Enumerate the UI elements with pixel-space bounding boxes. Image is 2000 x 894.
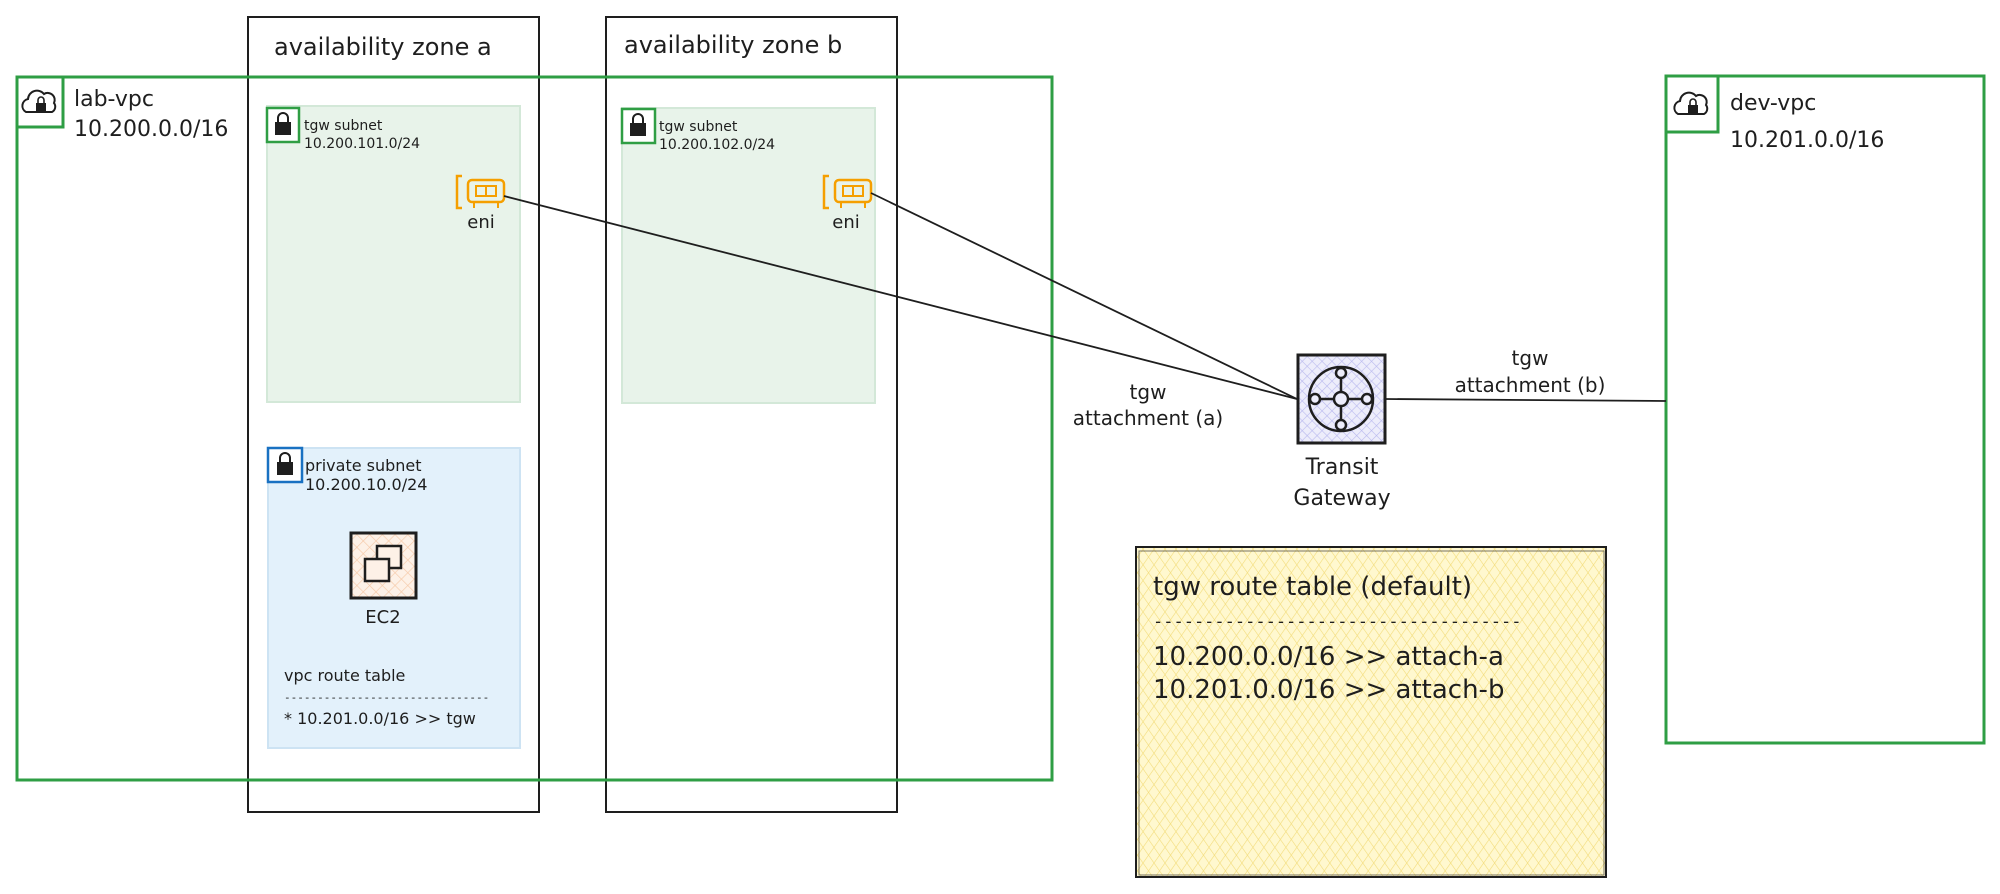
tgw-route-1: 10.200.0.0/16 >> attach-a bbox=[1153, 642, 1504, 672]
tgw-label-line1: Transit bbox=[1305, 455, 1379, 480]
lock-icon bbox=[266, 446, 304, 484]
cloud-lock-icon bbox=[1664, 74, 1720, 134]
transit-gateway-icon bbox=[1296, 353, 1387, 445]
vpc-route-table-title: vpc route table bbox=[284, 666, 405, 685]
attachment-a-label-line2: attachment (a) bbox=[1073, 406, 1223, 430]
cloud-lock-icon bbox=[15, 75, 65, 129]
lock-icon bbox=[620, 107, 657, 145]
lab-vpc-cidr: 10.200.0.0/16 bbox=[74, 117, 228, 142]
attachment-a-label-line1: tgw bbox=[1130, 380, 1167, 404]
private-subnet-cidr: 10.200.10.0/24 bbox=[305, 475, 427, 494]
ec2-label: EC2 bbox=[365, 607, 400, 628]
private-subnet-title: private subnet bbox=[305, 456, 422, 475]
tgw-route-2: 10.201.0.0/16 >> attach-b bbox=[1153, 675, 1504, 705]
tgw-subnet-a-title: tgw subnet bbox=[304, 118, 383, 134]
vpc-route-entry: * 10.201.0.0/16 >> tgw bbox=[284, 709, 476, 728]
tgw-route-table-note bbox=[1135, 546, 1607, 878]
tgw-to-dev-vpc-line bbox=[1384, 398, 1667, 402]
dev-vpc-cidr: 10.201.0.0/16 bbox=[1730, 128, 1884, 153]
lock-icon bbox=[265, 106, 301, 144]
zone-b-title: availability zone b bbox=[624, 31, 842, 59]
eni-a-to-tgw-line bbox=[503, 195, 1298, 400]
tgw-subnet-b-cidr: 10.200.102.0/24 bbox=[659, 137, 775, 153]
network-interface-icon bbox=[455, 174, 506, 210]
tgw-subnet-b-box bbox=[621, 107, 876, 404]
tgw-subnet-b-title: tgw subnet bbox=[659, 119, 738, 135]
lab-vpc-name: lab-vpc bbox=[74, 87, 154, 112]
tgw-route-table-divider: ------------------------------------ bbox=[1153, 612, 1521, 632]
lab-vpc-box bbox=[15, 75, 1054, 782]
availability-zone-a bbox=[247, 16, 540, 813]
tgw-route-table-title: tgw route table (default) bbox=[1153, 572, 1472, 602]
zone-a-title: availability zone a bbox=[274, 33, 492, 61]
attachment-b-label-line2: attachment (b) bbox=[1455, 373, 1606, 397]
tgw-subnet-a-box bbox=[266, 105, 521, 403]
tgw-subnet-a-cidr: 10.200.101.0/24 bbox=[304, 136, 420, 152]
dev-vpc-name: dev-vpc bbox=[1730, 91, 1816, 116]
eni-b-to-tgw-line bbox=[870, 192, 1298, 400]
ec2-instance-icon bbox=[349, 531, 418, 600]
tgw-label-line2: Gateway bbox=[1293, 486, 1390, 511]
availability-zone-b bbox=[605, 16, 898, 813]
eni-a-label: eni bbox=[467, 212, 494, 233]
dev-vpc-box bbox=[1664, 74, 1986, 745]
network-interface-icon bbox=[822, 174, 873, 210]
attachment-b-label-line1: tgw bbox=[1512, 346, 1549, 370]
vpc-route-table-divider: ------------------------------- bbox=[284, 691, 489, 704]
eni-b-label: eni bbox=[832, 212, 859, 233]
